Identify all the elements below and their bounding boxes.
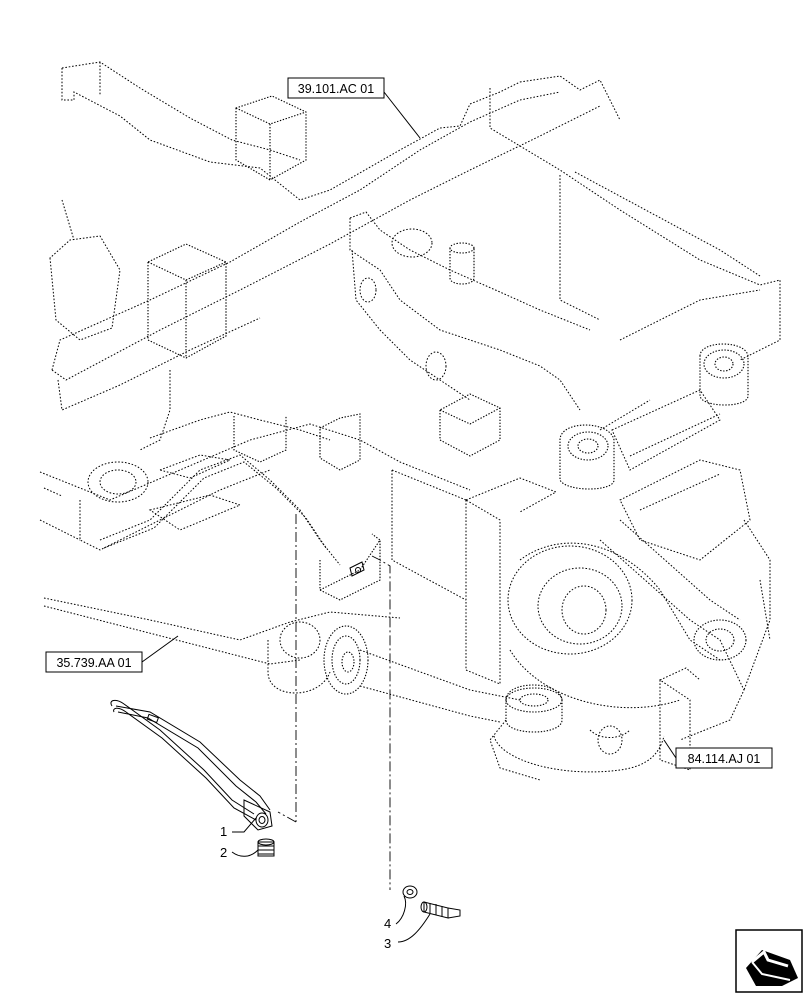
previous-page-arrow-icon[interactable] (735, 929, 803, 993)
speed-sensor-bracket (319, 533, 381, 601)
vehicle-frame-outline (39, 61, 781, 566)
assembly-center-lines (277, 514, 391, 890)
reference-label-axle-text: 35.739.AA 01 (56, 656, 131, 670)
reference-label-frame-text: 39.101.AC 01 (298, 82, 374, 96)
reference-label-oscillation-text: 84.114.AJ 01 (688, 752, 761, 766)
wire-harness-item-1 (110, 699, 273, 831)
reference-label-oscillation[interactable]: 84.114.AJ 01 (663, 739, 773, 769)
connector-item-2 (257, 838, 275, 857)
washer-item-4 (402, 885, 418, 899)
axle-assembly-outline (43, 289, 771, 781)
callout-leaders (231, 817, 431, 943)
callout-number-1: 1 (220, 824, 227, 839)
callout-number-2: 2 (220, 845, 227, 860)
sensor-item-3 (420, 901, 461, 919)
reference-label-frame[interactable]: 39.101.AC 01 (287, 77, 421, 139)
callout-number-4: 4 (384, 916, 391, 931)
callout-number-3: 3 (384, 936, 391, 951)
reference-label-axle[interactable]: 35.739.AA 01 (45, 635, 179, 673)
